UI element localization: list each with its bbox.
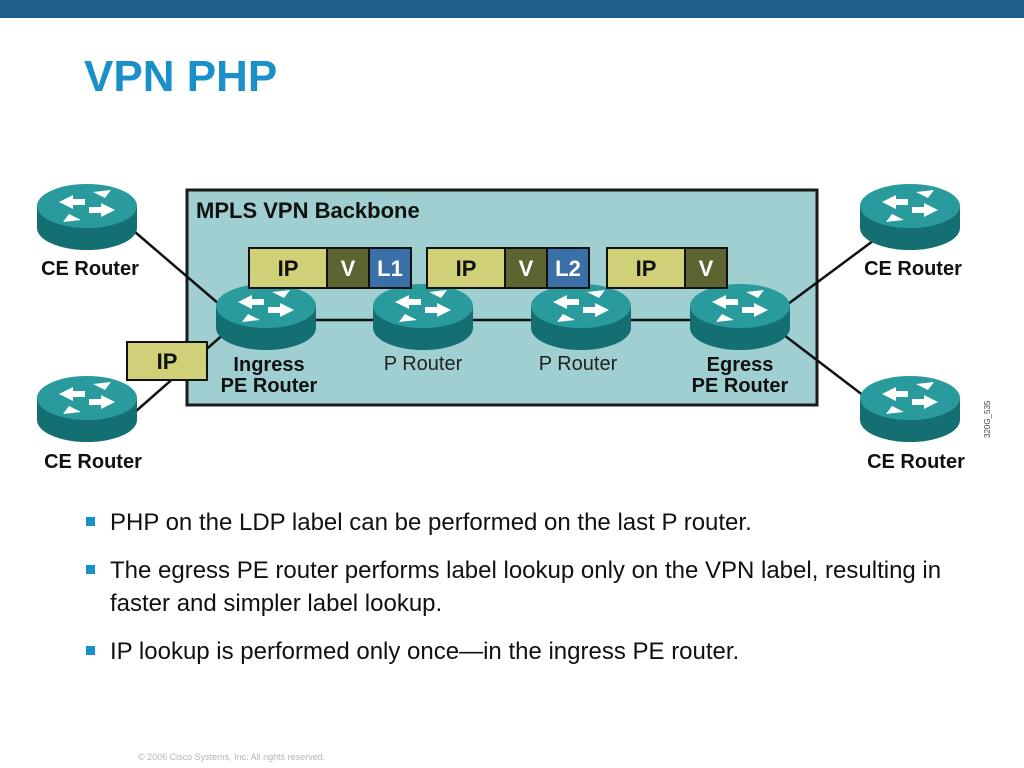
ce-router-top-right-label: CE Router xyxy=(864,258,962,280)
bullet-text: The egress PE router performs label look… xyxy=(110,557,942,617)
ce-router-bottom-right-label: CE Router xyxy=(867,451,965,473)
ce-router-bottom-left-label: CE Router xyxy=(44,451,142,473)
p-router-2-label: P Router xyxy=(539,353,618,375)
ce-router-bottom-left-icon xyxy=(37,376,137,442)
packet-1-ldp-label: L1 xyxy=(377,256,403,281)
packet-3 xyxy=(606,247,728,289)
p-router-1-label: P Router xyxy=(384,353,463,375)
ingress-ip-packet-label: IP xyxy=(157,349,178,374)
ingress-pe-router-icon xyxy=(216,284,316,350)
egress-pe-router-icon xyxy=(690,284,790,350)
packet-1-vpn-label: V xyxy=(341,256,356,281)
ce-router-bottom-right-icon xyxy=(860,376,960,442)
bullet-list: PHP on the LDP label can be performed on… xyxy=(86,506,986,683)
packet-1 xyxy=(248,247,412,289)
bullet-square-icon xyxy=(86,565,95,574)
copyright-footer: © 2006 Cisco Systems, Inc. All rights re… xyxy=(138,752,326,762)
packet-2-vpn-label: V xyxy=(519,256,534,281)
ingress-label-line1: Ingress xyxy=(233,354,304,376)
packet-2-ldp-label: L2 xyxy=(555,256,581,281)
egress-label-line1: Egress xyxy=(707,354,774,376)
ingress-label-line2: PE Router xyxy=(221,375,318,397)
page-title: VPN PHP xyxy=(84,52,278,101)
packet-2 xyxy=(426,247,590,289)
ce-router-top-right-icon xyxy=(860,184,960,250)
ce-router-top-left-label: CE Router xyxy=(41,258,139,280)
bullet-text: IP lookup is performed only once—in the … xyxy=(110,638,740,665)
bullet-text: PHP on the LDP label can be performed on… xyxy=(110,509,752,536)
packet-2-ip-field: IP xyxy=(456,256,477,281)
packet-1-ip-field: IP xyxy=(278,256,299,281)
top-banner xyxy=(0,0,1024,18)
bullet-square-icon xyxy=(86,517,95,526)
p-router-2-icon xyxy=(531,284,631,350)
figure-code: 320G_535 xyxy=(983,400,992,438)
backbone-label: MPLS VPN Backbone xyxy=(196,198,420,223)
egress-label-line2: PE Router xyxy=(692,375,789,397)
bullet-item: The egress PE router performs label look… xyxy=(86,554,986,620)
bullet-item: PHP on the LDP label can be performed on… xyxy=(86,506,986,539)
bullet-square-icon xyxy=(86,646,95,655)
vpn-php-diagram: MPLS VPN Backbone CE Router CE Router CE… xyxy=(37,184,992,473)
packet-3-vpn-label: V xyxy=(699,256,714,281)
ingress-ip-packet xyxy=(126,341,208,381)
bullet-item: IP lookup is performed only once—in the … xyxy=(86,635,986,668)
packet-3-ip-field: IP xyxy=(636,256,657,281)
p-router-1-icon xyxy=(373,284,473,350)
ce-router-top-left-icon xyxy=(37,184,137,250)
